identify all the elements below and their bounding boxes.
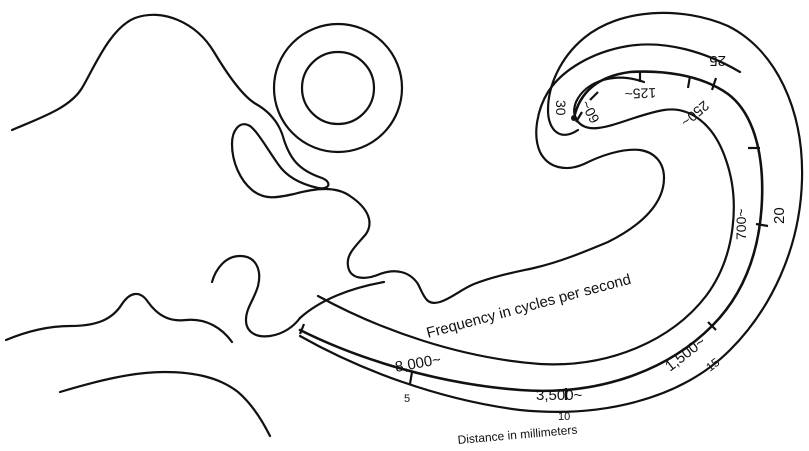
canal-outline-lower — [60, 372, 270, 436]
oval-window-outline — [212, 256, 300, 336]
cochlea-inner-outline — [318, 78, 734, 365]
frequency-label-3500: 3,500~ — [536, 387, 583, 404]
frequency-label-125: 125~ — [624, 85, 656, 102]
outer-ring-outline — [274, 24, 402, 152]
frequency-label-1500: 1,500~ — [662, 333, 709, 375]
frequency-label-700: 700~ — [733, 208, 749, 240]
round-window-outline — [300, 282, 384, 318]
cochlea-outer-outline — [300, 13, 802, 412]
distance-label-20: 20 — [771, 207, 788, 224]
distance-label-10: 10 — [558, 411, 570, 423]
distance-caption: Distance in millimeters — [457, 423, 578, 447]
frequency-label-30: 30 — [553, 100, 569, 116]
distance-label-25: 25 — [709, 52, 726, 69]
middle-ear-outline — [12, 15, 740, 303]
mastoid-outline — [6, 294, 232, 342]
frequency-caption: Frequency in cycles per second — [425, 271, 633, 342]
inner-ring-outline — [302, 52, 374, 124]
distance-label-15: 15 — [703, 355, 722, 374]
distance-label-5: 5 — [404, 393, 410, 405]
apex-dot — [571, 115, 577, 121]
